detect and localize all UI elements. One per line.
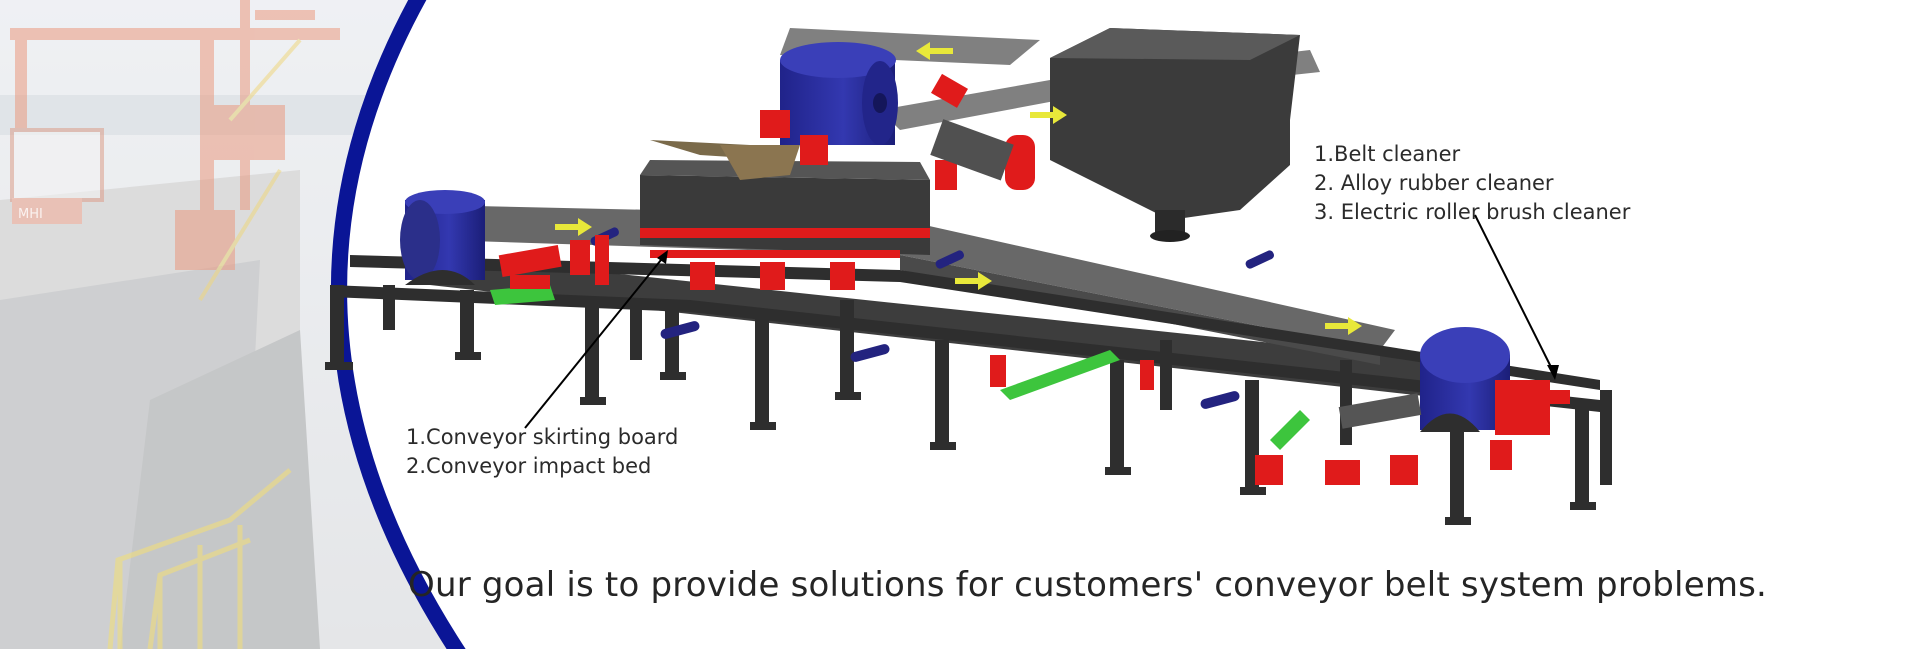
callout-line-cleaners [1474,214,1556,376]
crane-logo: MHI [18,207,43,222]
left-head-drum [400,190,485,285]
tagline: Our goal is to provide solutions for cus… [408,565,1768,605]
belt-direction-arrows [555,42,1362,335]
yellow-railing [107,468,292,649]
hopper-box [1050,28,1300,242]
red-cleaner-right [990,355,1570,485]
right-tail-drum [1420,327,1510,432]
conveyor-system-illustration [325,28,1612,525]
callout-item-brush-cleaner: 3. Electric roller brush cleaner [1314,200,1631,224]
red-cleaner-left [498,235,609,289]
upper-drum [780,42,898,145]
callout-item-impact-bed: 2.Conveyor impact bed [406,454,652,478]
callout-line-skirting [524,254,666,429]
red-cleaner-upper [760,73,1035,190]
roller-brush [1338,393,1422,429]
skirting-callout: 1.Conveyor skirting board 2.Conveyor imp… [406,423,678,481]
green-impact-pad [490,285,555,305]
green-impact-pad [1000,350,1120,400]
callout-item-belt-cleaner: 1.Belt cleaner [1314,142,1461,166]
callout-item-skirting-board: 1.Conveyor skirting board [406,425,679,449]
skirting-board-box [640,140,930,290]
cleaners-callout: 1.Belt cleaner 2. Alloy rubber cleaner 3… [1314,140,1630,227]
callout-item-alloy-cleaner: 2. Alloy rubber cleaner [1314,171,1554,195]
roller-brush [930,119,1014,181]
crane-illustration [10,0,340,302]
green-impact-pad [1270,410,1310,450]
